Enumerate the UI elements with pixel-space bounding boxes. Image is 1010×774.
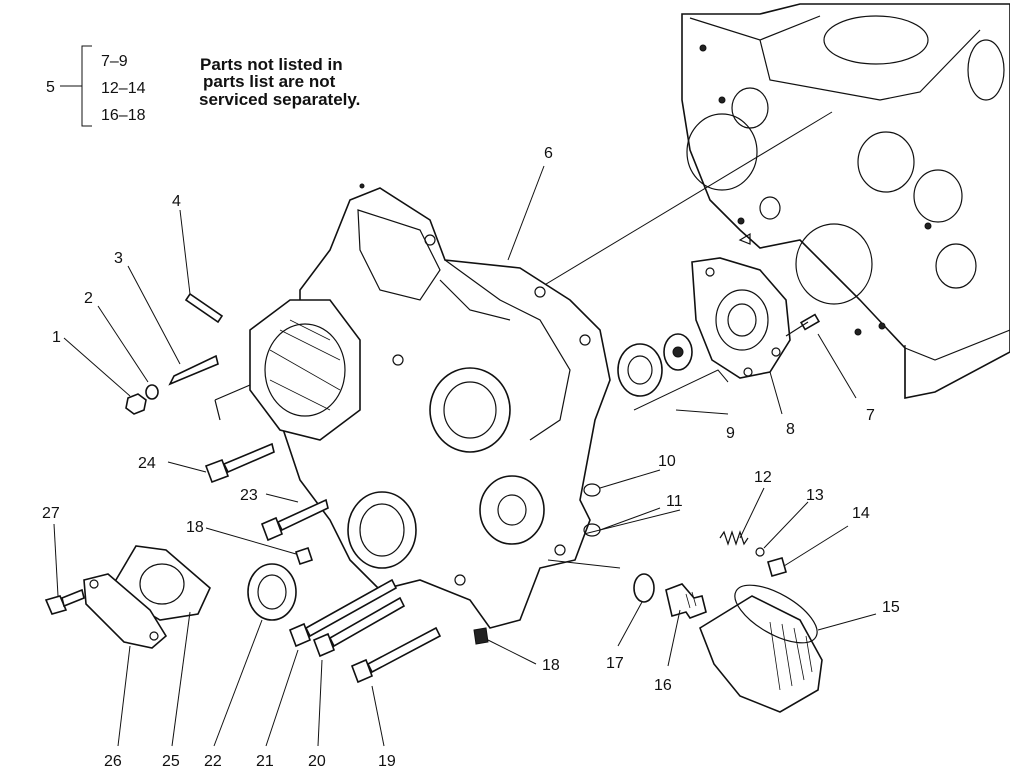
callout-22: 22 bbox=[204, 753, 222, 770]
callout-14: 14 bbox=[852, 505, 870, 522]
callout-24: 24 bbox=[138, 455, 156, 472]
callout-18a: 18 bbox=[186, 519, 204, 536]
callout-18b: 18 bbox=[542, 657, 560, 674]
callout-9: 9 bbox=[726, 425, 735, 442]
callout-4: 4 bbox=[172, 193, 181, 210]
cover-plate-26 bbox=[83, 573, 168, 649]
callout-27: 27 bbox=[42, 505, 60, 522]
brace-item-2: 12–14 bbox=[101, 80, 146, 97]
pulley-plate bbox=[214, 299, 361, 441]
oil-pump-housing bbox=[691, 257, 791, 379]
bolt-27 bbox=[44, 588, 85, 615]
note-line-3: serviced separately. bbox=[199, 90, 360, 109]
seal-22 bbox=[247, 563, 297, 621]
washer-2 bbox=[145, 384, 159, 400]
bolt-7 bbox=[785, 313, 821, 337]
callout-12: 12 bbox=[754, 469, 772, 486]
callout-16: 16 bbox=[654, 677, 672, 694]
bolt-21 bbox=[288, 578, 398, 648]
bolt-23 bbox=[260, 498, 329, 542]
callout-19: 19 bbox=[378, 753, 396, 770]
bolt-19 bbox=[350, 626, 442, 684]
callout-6: 6 bbox=[544, 145, 553, 162]
callout-11: 11 bbox=[666, 493, 683, 510]
brace-group: 5 7–9 12–14 16–18 bbox=[46, 45, 146, 127]
callout-15: 15 bbox=[882, 599, 900, 616]
note-line-1: Parts not listed in bbox=[200, 55, 343, 74]
spring-12 bbox=[719, 530, 749, 546]
callout-10: 10 bbox=[658, 453, 676, 470]
callout-26: 26 bbox=[104, 753, 122, 770]
brace-label: 5 bbox=[46, 79, 55, 96]
bolt-20 bbox=[312, 596, 406, 658]
gear-cover bbox=[279, 183, 611, 629]
o-ring-10 bbox=[583, 483, 601, 497]
callout-7: 7 bbox=[866, 407, 875, 424]
bolt-24 bbox=[204, 442, 275, 484]
callout-25: 25 bbox=[162, 753, 180, 770]
callout-3: 3 bbox=[114, 250, 123, 267]
callout-13: 13 bbox=[806, 487, 824, 504]
callout-20: 20 bbox=[308, 753, 326, 770]
note-line-2: parts list are not bbox=[203, 72, 336, 91]
plug-18a bbox=[294, 546, 314, 566]
service-note: Parts not listed in parts list are not s… bbox=[199, 55, 360, 109]
oil-filter-15 bbox=[699, 584, 823, 713]
plug-18b bbox=[473, 627, 489, 645]
plug-14 bbox=[767, 557, 787, 577]
callout-numbers: 1 2 3 4 6 7 8 9 10 11 12 13 14 15 16 17 … bbox=[42, 145, 900, 770]
brace-item-1: 7–9 bbox=[101, 53, 128, 70]
bolt-3 bbox=[168, 354, 219, 386]
callout-8: 8 bbox=[786, 421, 795, 438]
callout-1: 1 bbox=[52, 329, 61, 346]
fitting-16 bbox=[665, 583, 707, 619]
gasket-17 bbox=[633, 573, 655, 603]
callout-2: 2 bbox=[84, 290, 93, 307]
stud-4 bbox=[184, 292, 224, 324]
ball-13 bbox=[755, 547, 765, 557]
callout-17: 17 bbox=[606, 655, 624, 672]
oil-pump-gear bbox=[617, 333, 693, 397]
callout-23: 23 bbox=[240, 487, 258, 504]
engine-block bbox=[681, 3, 1010, 399]
leader-lines bbox=[53, 165, 877, 747]
brace-item-3: 16–18 bbox=[101, 107, 146, 124]
callout-21: 21 bbox=[256, 753, 274, 770]
nut-1 bbox=[125, 393, 147, 415]
